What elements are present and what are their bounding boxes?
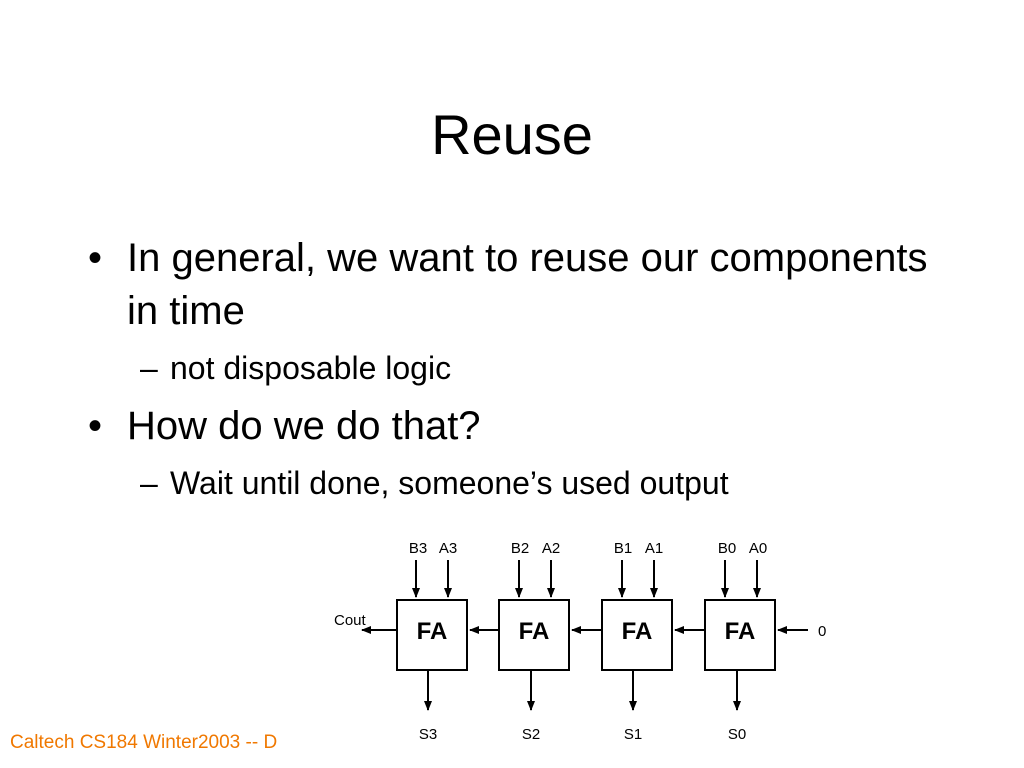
sum-s3-label: S3 <box>419 726 437 743</box>
full-adder-0: B0 A0 FA S0 <box>704 540 776 743</box>
input-a3-label: A3 <box>439 540 457 557</box>
sub-bullet-marker: – <box>140 465 158 501</box>
sub-bullet-text: Wait until done, someone’s used output <box>170 465 729 501</box>
footer-text: Caltech CS184 Winter2003 -- D <box>10 732 278 753</box>
carry-in-label: 0 <box>818 623 826 640</box>
full-adder-box <box>704 599 776 671</box>
full-adder-label: FA <box>417 618 448 645</box>
sum-s2-label: S2 <box>522 726 540 743</box>
bullet-text: In general, we want to reuse our compone… <box>127 236 928 333</box>
input-b3-label: B3 <box>409 540 427 557</box>
sub-bullet-text: not disposable logic <box>170 350 452 386</box>
bullet-text: How do we do that? <box>127 404 481 448</box>
bullet-list: • In general, we want to reuse our compo… <box>88 232 948 515</box>
full-adder-2: B2 A2 FA S2 <box>498 540 570 743</box>
bullet-marker: • <box>88 404 103 448</box>
input-a2-label: A2 <box>542 540 560 557</box>
input-a0-label: A0 <box>749 540 767 557</box>
bullet-marker: • <box>88 236 103 280</box>
sub-bullet-item: – Wait until done, someone’s used output <box>0 463 948 503</box>
full-adder-box <box>601 599 673 671</box>
input-b0-label: B0 <box>718 540 736 557</box>
full-adder-label: FA <box>519 618 550 645</box>
full-adder-label: FA <box>725 618 756 645</box>
slide-title: Reuse <box>431 103 593 166</box>
full-adder-box <box>498 599 570 671</box>
input-b1-label: B1 <box>614 540 632 557</box>
full-adder-3: B3 A3 FA S3 <box>396 540 468 743</box>
carry-out-label: Cout <box>334 612 367 629</box>
full-adder-label: FA <box>622 618 653 645</box>
input-a1-label: A1 <box>645 540 663 557</box>
sub-bullet-item: – not disposable logic <box>0 348 948 388</box>
sub-bullet-marker: – <box>140 350 158 386</box>
full-adder-1: B1 A1 FA S1 <box>601 540 673 743</box>
bullet-item: • In general, we want to reuse our compo… <box>88 232 948 338</box>
input-b2-label: B2 <box>511 540 529 557</box>
sum-s1-label: S1 <box>624 726 642 743</box>
full-adder-box <box>396 599 468 671</box>
bullet-item: • How do we do that? <box>88 400 948 453</box>
sum-s0-label: S0 <box>728 726 746 743</box>
